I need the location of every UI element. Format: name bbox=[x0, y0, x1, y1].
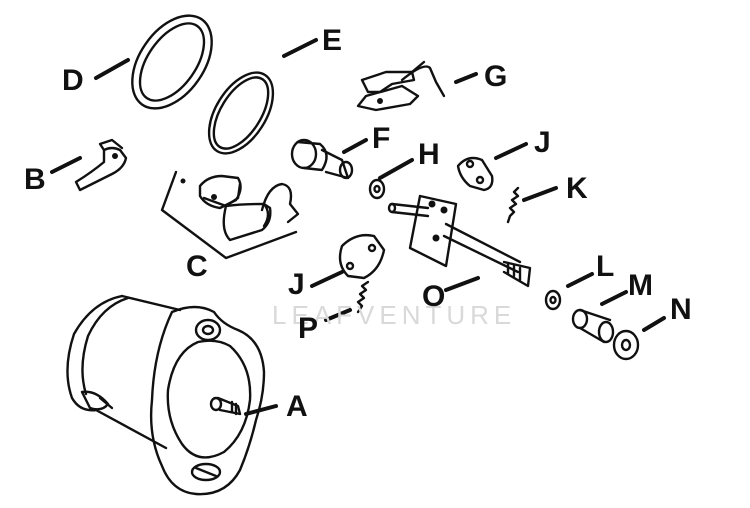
label-d: D bbox=[62, 64, 84, 97]
part-h-washer bbox=[368, 178, 386, 200]
leader-j-lower bbox=[310, 270, 344, 288]
label-j-lower: J bbox=[288, 268, 305, 301]
part-p-spring bbox=[356, 280, 370, 314]
label-b: B bbox=[24, 163, 46, 196]
leader-b bbox=[50, 156, 82, 174]
part-j-lower-weight bbox=[338, 233, 386, 280]
leader-f bbox=[342, 138, 368, 154]
part-f-bushing bbox=[290, 138, 354, 180]
label-l: L bbox=[596, 250, 615, 283]
label-p: P bbox=[298, 312, 319, 345]
part-c-capacitor-assembly bbox=[160, 170, 300, 260]
leader-j-upper bbox=[494, 142, 528, 160]
leader-a bbox=[244, 404, 278, 416]
part-k-spring bbox=[506, 186, 520, 224]
leader-d bbox=[94, 58, 130, 80]
part-j-upper-weight bbox=[456, 156, 494, 192]
part-b-clip bbox=[74, 138, 128, 192]
label-f: F bbox=[372, 122, 391, 155]
leader-p bbox=[324, 308, 352, 322]
label-g: G bbox=[484, 60, 508, 93]
watermark: LEAFVENTURE bbox=[272, 300, 517, 330]
leader-h bbox=[378, 158, 414, 180]
leader-lines bbox=[50, 38, 666, 416]
leader-l bbox=[566, 272, 594, 288]
part-a-motor bbox=[66, 294, 266, 496]
label-o: O bbox=[422, 280, 446, 313]
part-d-gasket-ring bbox=[131, 14, 213, 110]
leader-m bbox=[600, 290, 628, 306]
label-c: C bbox=[186, 250, 208, 283]
leader-g bbox=[454, 72, 478, 84]
leader-n bbox=[642, 316, 666, 332]
label-j-upper: J bbox=[534, 126, 551, 159]
leader-e bbox=[282, 38, 318, 58]
part-e-ring bbox=[207, 71, 275, 155]
label-k: K bbox=[566, 172, 588, 205]
part-g-spring-bracket bbox=[356, 60, 446, 112]
part-n-bearing bbox=[612, 329, 640, 361]
part-m-sleeve bbox=[571, 308, 615, 344]
leader-k bbox=[522, 186, 558, 202]
label-m: M bbox=[628, 269, 653, 302]
part-o-shaft-assembly bbox=[387, 194, 532, 288]
label-n: N bbox=[670, 293, 692, 326]
label-e: E bbox=[322, 24, 343, 57]
label-a: A bbox=[286, 390, 308, 423]
label-h: H bbox=[418, 138, 440, 171]
part-l-washer bbox=[544, 289, 562, 311]
leader-o bbox=[444, 276, 480, 292]
